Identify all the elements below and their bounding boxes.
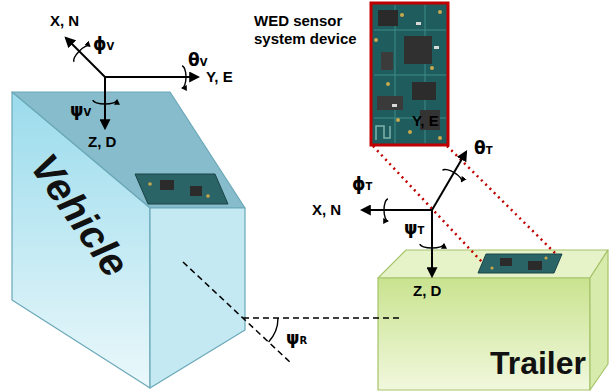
axis-arrow	[362, 209, 432, 211]
angle-symbol: ϕT	[352, 174, 372, 197]
pcb-chip	[190, 186, 202, 196]
pcb-board	[135, 174, 228, 204]
pcb-chip	[500, 258, 512, 266]
pcb-chip	[404, 36, 432, 64]
node-title: Trailer	[490, 346, 586, 381]
pcb-chip	[377, 96, 403, 110]
axis-label: X, N	[50, 12, 79, 30]
rotation-arrow	[93, 100, 117, 104]
pcb-pad	[374, 38, 378, 42]
pcb-photo	[371, 3, 448, 145]
angle-symbol: ϕV	[93, 34, 114, 57]
pcb-part	[434, 46, 439, 49]
pcb-chip	[381, 52, 393, 70]
angle-symbol: ψR	[286, 328, 307, 351]
pcb-pad	[400, 13, 404, 17]
axis-label: Z, D	[413, 282, 441, 300]
axis-arrow	[432, 152, 466, 210]
pcb-part	[416, 22, 421, 25]
pcb-pad	[438, 136, 442, 140]
rotation-arrow	[182, 66, 186, 88]
pcb-pad	[544, 256, 547, 259]
pcb-pad	[148, 182, 152, 186]
heading-line	[183, 262, 292, 364]
device-caption: WED sensor system device	[254, 12, 366, 48]
heading-line	[243, 317, 400, 319]
angle-symbol: ψT	[404, 218, 424, 241]
vehicle-box-outline	[10, 90, 250, 390]
pcb-chip	[528, 261, 542, 270]
pcb-chip	[378, 10, 398, 26]
pcb-antenna	[376, 126, 390, 140]
axis-arrow	[431, 210, 433, 276]
axis-arrow	[105, 76, 198, 78]
rotation-arrow	[74, 46, 90, 62]
angle-symbol: ψV	[70, 100, 91, 123]
axis-arrow	[104, 77, 106, 128]
vehicle-side-face	[12, 92, 150, 388]
trailer-axes	[362, 152, 466, 276]
pcb-pad	[490, 266, 493, 269]
pcb-pad	[386, 82, 390, 86]
rotation-arrow	[420, 244, 444, 248]
pcb-pad	[396, 118, 400, 122]
zoom-leader	[447, 146, 558, 256]
trailer-sensor	[478, 254, 562, 273]
trailer-top-face	[378, 250, 608, 278]
axis-label: Z, D	[88, 133, 116, 151]
pcb-pad	[408, 130, 412, 134]
pcb-part	[392, 104, 397, 107]
angle-arc	[269, 318, 278, 342]
rotation-arrow	[443, 169, 462, 181]
axis-label: Y, E	[206, 68, 233, 86]
inset-frame	[371, 3, 448, 145]
axis-label: Y, E	[412, 112, 439, 130]
vehicle-sensor	[135, 174, 228, 204]
vehicle-axes	[66, 38, 198, 128]
rotation-arrow	[384, 199, 388, 221]
trailer-front-face	[378, 278, 590, 390]
pcb-pad	[430, 66, 434, 70]
pcb-board	[478, 254, 562, 273]
pcb-pad	[438, 10, 442, 14]
angle-symbol: θV	[188, 50, 207, 73]
relative-angle	[183, 262, 400, 364]
pcb-pad	[206, 194, 210, 198]
trailer-side-face	[590, 250, 608, 390]
pcb-trace	[374, 5, 446, 143]
vehicle-end-face	[150, 208, 245, 388]
vehicle-box: Vehicle	[10, 90, 250, 390]
axis-label: X, N	[312, 201, 341, 219]
pcb-board	[371, 3, 448, 145]
pcb-chip	[412, 82, 436, 100]
pcb-chip	[160, 180, 174, 190]
angle-symbol: θT	[474, 138, 493, 161]
